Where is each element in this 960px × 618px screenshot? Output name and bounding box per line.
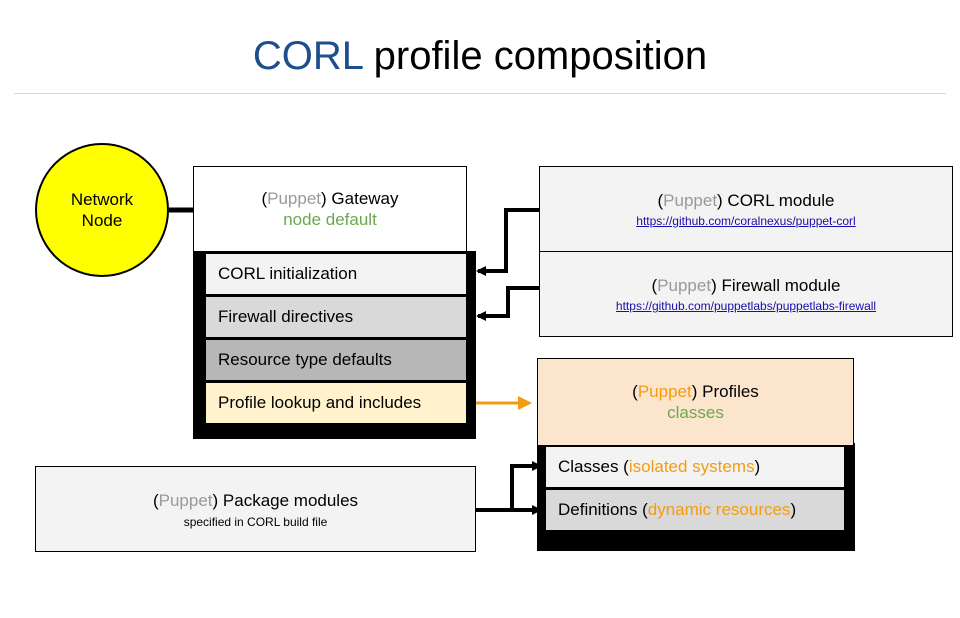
package-modules-subtitle: specified in CORL build file bbox=[183, 514, 328, 529]
title-rest: profile composition bbox=[362, 34, 708, 78]
page-title: CORL profile composition bbox=[0, 30, 960, 82]
gateway-box: (Puppet) Gateway node default bbox=[193, 166, 467, 252]
firewall-module-heading: (Puppet) Firewall module bbox=[651, 276, 841, 295]
corl-module-link[interactable]: https://github.com/coralnexus/puppet-cor… bbox=[636, 214, 856, 228]
title-divider bbox=[14, 93, 946, 94]
corl-module-box: (Puppet) CORL module https://github.com/… bbox=[539, 166, 953, 252]
network-node: Network Node bbox=[35, 143, 169, 277]
gateway-subtitle: node default bbox=[283, 210, 377, 229]
gateway-row-corl-init: CORL initialization bbox=[205, 253, 467, 295]
gateway-heading: (Puppet) Gateway bbox=[261, 189, 399, 208]
firewall-module-arrow bbox=[476, 286, 539, 321]
package-modules-heading: (Puppet) Package modules bbox=[152, 490, 359, 510]
firewall-module-box: (Puppet) Firewall module https://github.… bbox=[539, 251, 953, 337]
gateway-row-firewall: Firewall directives bbox=[205, 296, 467, 338]
network-node-line2: Node bbox=[81, 211, 123, 230]
network-node-line1: Network bbox=[70, 190, 134, 209]
profiles-row-classes: Classes ( isolated systems ) bbox=[545, 446, 845, 488]
corl-module-heading: (Puppet) CORL module bbox=[657, 191, 835, 210]
profiles-row-definitions: Definitions ( dynamic resources ) bbox=[545, 489, 845, 531]
package-classes-arrow bbox=[476, 461, 542, 512]
gateway-row-profile-lookup: Profile lookup and includes bbox=[205, 382, 467, 424]
corl-module-arrow bbox=[476, 208, 539, 276]
gateway-row-resource-defaults: Resource type defaults bbox=[205, 339, 467, 381]
firewall-module-link[interactable]: https://github.com/puppetlabs/puppetlabs… bbox=[615, 299, 877, 313]
title-accent: CORL bbox=[252, 34, 363, 78]
profiles-heading: (Puppet) Profiles bbox=[632, 382, 759, 401]
profiles-subtitle: classes bbox=[667, 403, 724, 422]
profiles-box: (Puppet) Profiles classes bbox=[537, 358, 854, 446]
package-modules-box: (Puppet) Package modules specified in CO… bbox=[35, 466, 476, 552]
